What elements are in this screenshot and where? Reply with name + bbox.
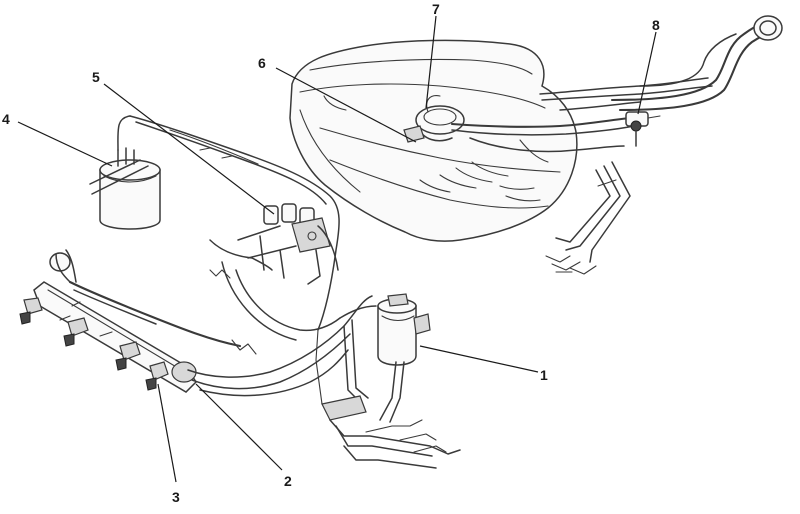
callout-3: 3 [172,489,180,505]
leader-4 [17,121,113,167]
intake-manifold-outline [129,115,340,355]
leader-lines [17,15,657,483]
leader-2 [195,383,283,471]
tank-outlet-lines [545,161,631,275]
leader-6 [275,67,417,143]
callout-labels: 1 2 3 4 5 6 7 8 [2,1,660,505]
leader-8 [637,31,657,115]
filler-neck [610,15,783,112]
engine-fuel-lines [68,261,377,405]
lower-fuel-lines [321,395,461,469]
leader-5 [103,83,275,215]
callout-1: 1 [540,367,548,383]
charcoal-canister [89,115,161,230]
callout-2: 2 [284,473,292,489]
fuel-pump-sender-unit [403,95,465,143]
leader-7 [425,15,437,109]
fuel-injectors [19,297,169,391]
tank-fuel-lines [450,77,713,153]
callout-5: 5 [92,69,100,85]
leader-3 [157,383,177,483]
fuel-rail [33,249,197,393]
callout-7: 7 [432,1,440,17]
callout-6: 6 [258,55,266,71]
callout-8: 8 [652,17,660,33]
rollover-valve-component-8 [625,111,661,147]
throttle-body-ports [237,203,339,285]
fuel-filter [377,293,431,423]
leader-1 [419,345,539,373]
callout-4: 4 [2,111,10,127]
